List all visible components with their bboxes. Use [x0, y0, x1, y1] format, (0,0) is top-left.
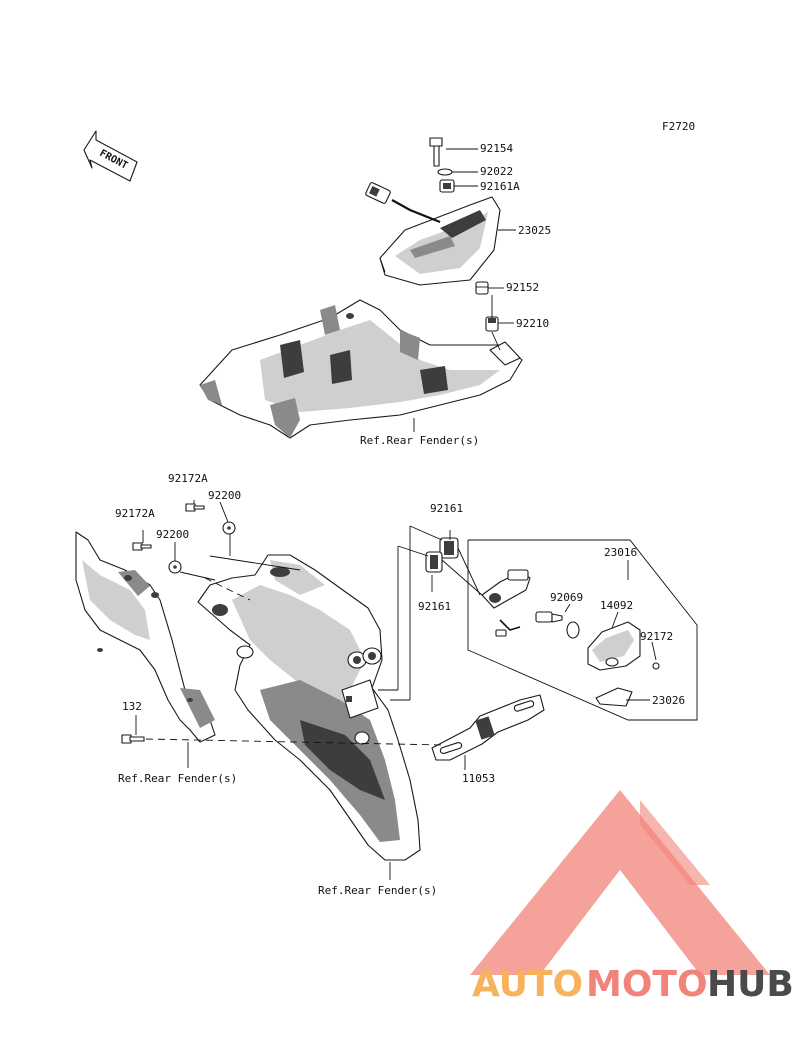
grommet-92161-lower	[425, 551, 443, 573]
label-92172A-upper: 92172A	[168, 472, 208, 485]
grommet-92161A	[439, 179, 455, 193]
ref-label-top: Ref.Rear Fender(s)	[360, 434, 479, 447]
washer-92022	[437, 168, 453, 176]
label-92154: 92154	[480, 142, 513, 155]
label-132: 132	[122, 700, 142, 713]
bolt-92172A-upper	[185, 503, 205, 512]
label-92161A: 92161A	[480, 180, 520, 193]
damper-92210	[485, 316, 499, 332]
label-92022: 92022	[480, 165, 513, 178]
license-lamp-23016	[481, 569, 531, 637]
upper-fender-ref	[199, 299, 523, 439]
bolt-92172A-lower	[132, 542, 152, 551]
label-23025: 23025	[518, 224, 551, 237]
label-92152: 92152	[506, 281, 539, 294]
bracket-11053	[431, 694, 545, 761]
tail-lamp-23025	[365, 182, 501, 286]
watermark-logo	[470, 790, 770, 975]
label-92200-lower: 92200	[156, 528, 189, 541]
watermark-word-hub: HUB	[707, 964, 794, 1005]
label-92200-upper: 92200	[208, 489, 241, 502]
pad-23026	[595, 687, 633, 707]
label-92161-upper: 92161	[430, 502, 463, 515]
watermark-wordmark: AUTO MOTO HUB	[472, 964, 794, 1005]
watermark-word-moto: MOTO	[586, 964, 708, 1005]
washer-92200-upper	[222, 521, 236, 535]
washer-92200-lower	[168, 560, 182, 574]
bolt-92154	[429, 137, 443, 167]
left-frame-ref	[75, 531, 216, 743]
figure-code: F2720	[662, 120, 695, 133]
bolt-132	[121, 734, 145, 744]
label-11053: 11053	[462, 772, 495, 785]
label-92172A-lower: 92172A	[115, 507, 155, 520]
front-arrow-icon: FRONT	[83, 130, 138, 182]
label-92161-lower: 92161	[418, 600, 451, 613]
label-23016: 23016	[604, 546, 637, 559]
watermark-word-auto: AUTO	[472, 964, 583, 1005]
label-23026: 23026	[652, 694, 685, 707]
label-92210: 92210	[516, 317, 549, 330]
lens-14092	[587, 621, 641, 671]
grommet-92161-upper	[439, 537, 459, 559]
ref-label-left: Ref.Rear Fender(s)	[118, 772, 237, 785]
socket-92069	[535, 611, 563, 623]
rear-fender-ref	[197, 554, 421, 861]
label-92172: 92172	[640, 630, 673, 643]
label-14092: 14092	[600, 599, 633, 612]
screw-92172	[652, 662, 660, 670]
label-92069: 92069	[550, 591, 583, 604]
bulb	[566, 621, 580, 639]
collar-92152	[475, 281, 489, 295]
ref-label-bottom: Ref.Rear Fender(s)	[318, 884, 437, 897]
